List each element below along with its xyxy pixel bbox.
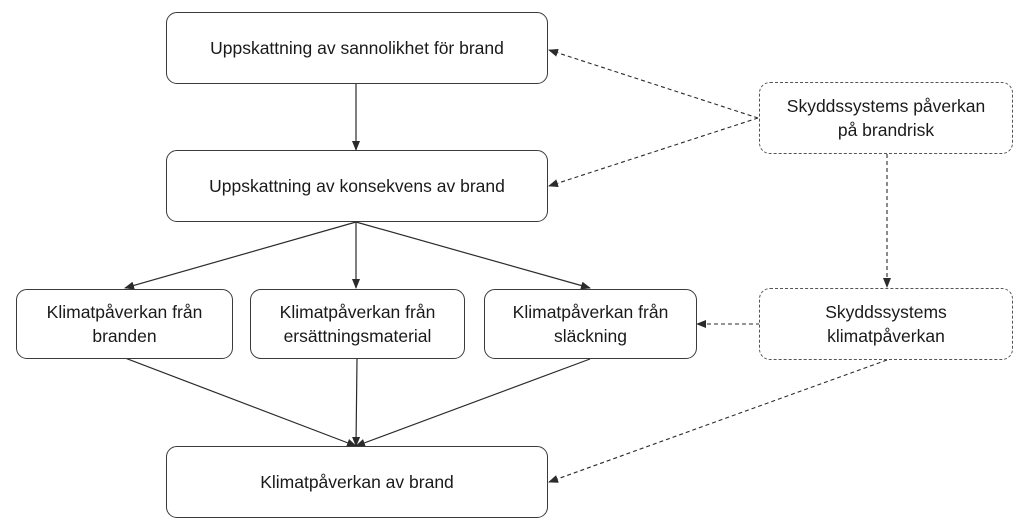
node-total: Klimatpåverkan av brand: [166, 446, 548, 518]
dashed-arrow-protection-to-consequence: [548, 117, 759, 188]
arrow-consequence-to-fire-impact: [124, 221, 357, 290]
node-protection-climate: Skyddssystems klimatpåverkan: [759, 288, 1013, 360]
node-replacement-line-1: Klimatpåverkan från: [279, 302, 436, 322]
arrow-extinguishing-to-total: [355, 358, 591, 447]
node-fire-impact-line-2: branden: [92, 326, 157, 346]
node-extinguishing: Klimatpåverkan från släckning: [484, 289, 697, 359]
node-protection-risk: Skyddssystems påverkan på brandrisk: [759, 82, 1013, 154]
node-fire-impact-line-1: Klimatpåverkan från: [46, 302, 203, 322]
node-fire-impact: Klimatpåverkan från branden: [16, 289, 233, 359]
arrow-consequence-to-extinguishing: [355, 221, 591, 290]
node-replacement-line-2: ersättningsmaterial: [283, 326, 432, 346]
dashed-arrow-protection-climate-to-total: [548, 359, 888, 483]
node-probability-line-1: Uppskattning av sannolikhet för brand: [210, 38, 504, 58]
node-protection-risk-line-1: Skyddssystems påverkan: [786, 96, 986, 116]
node-replacement: Klimatpåverkan från ersättningsmaterial: [250, 289, 465, 359]
node-probability: Uppskattning av sannolikhet för brand: [166, 12, 548, 84]
node-extinguishing-line-2: släckning: [554, 326, 627, 346]
arrow-fire-impact-to-total: [124, 357, 357, 447]
node-total-line-1: Klimatpåverkan av brand: [260, 472, 454, 492]
node-protection-climate-line-1: Skyddssystems: [825, 302, 947, 322]
node-extinguishing-line-1: Klimatpåverkan från: [512, 302, 669, 322]
node-consequence: Uppskattning av konsekvens av brand: [166, 150, 548, 222]
node-protection-climate-line-2: klimatpåverkan: [827, 326, 945, 346]
node-protection-risk-line-2: på brandrisk: [837, 120, 935, 140]
node-consequence-line-1: Uppskattning av konsekvens av brand: [209, 176, 505, 196]
dashed-arrow-protection-to-probability: [548, 48, 759, 119]
arrow-replacement-to-total: [352, 358, 361, 447]
